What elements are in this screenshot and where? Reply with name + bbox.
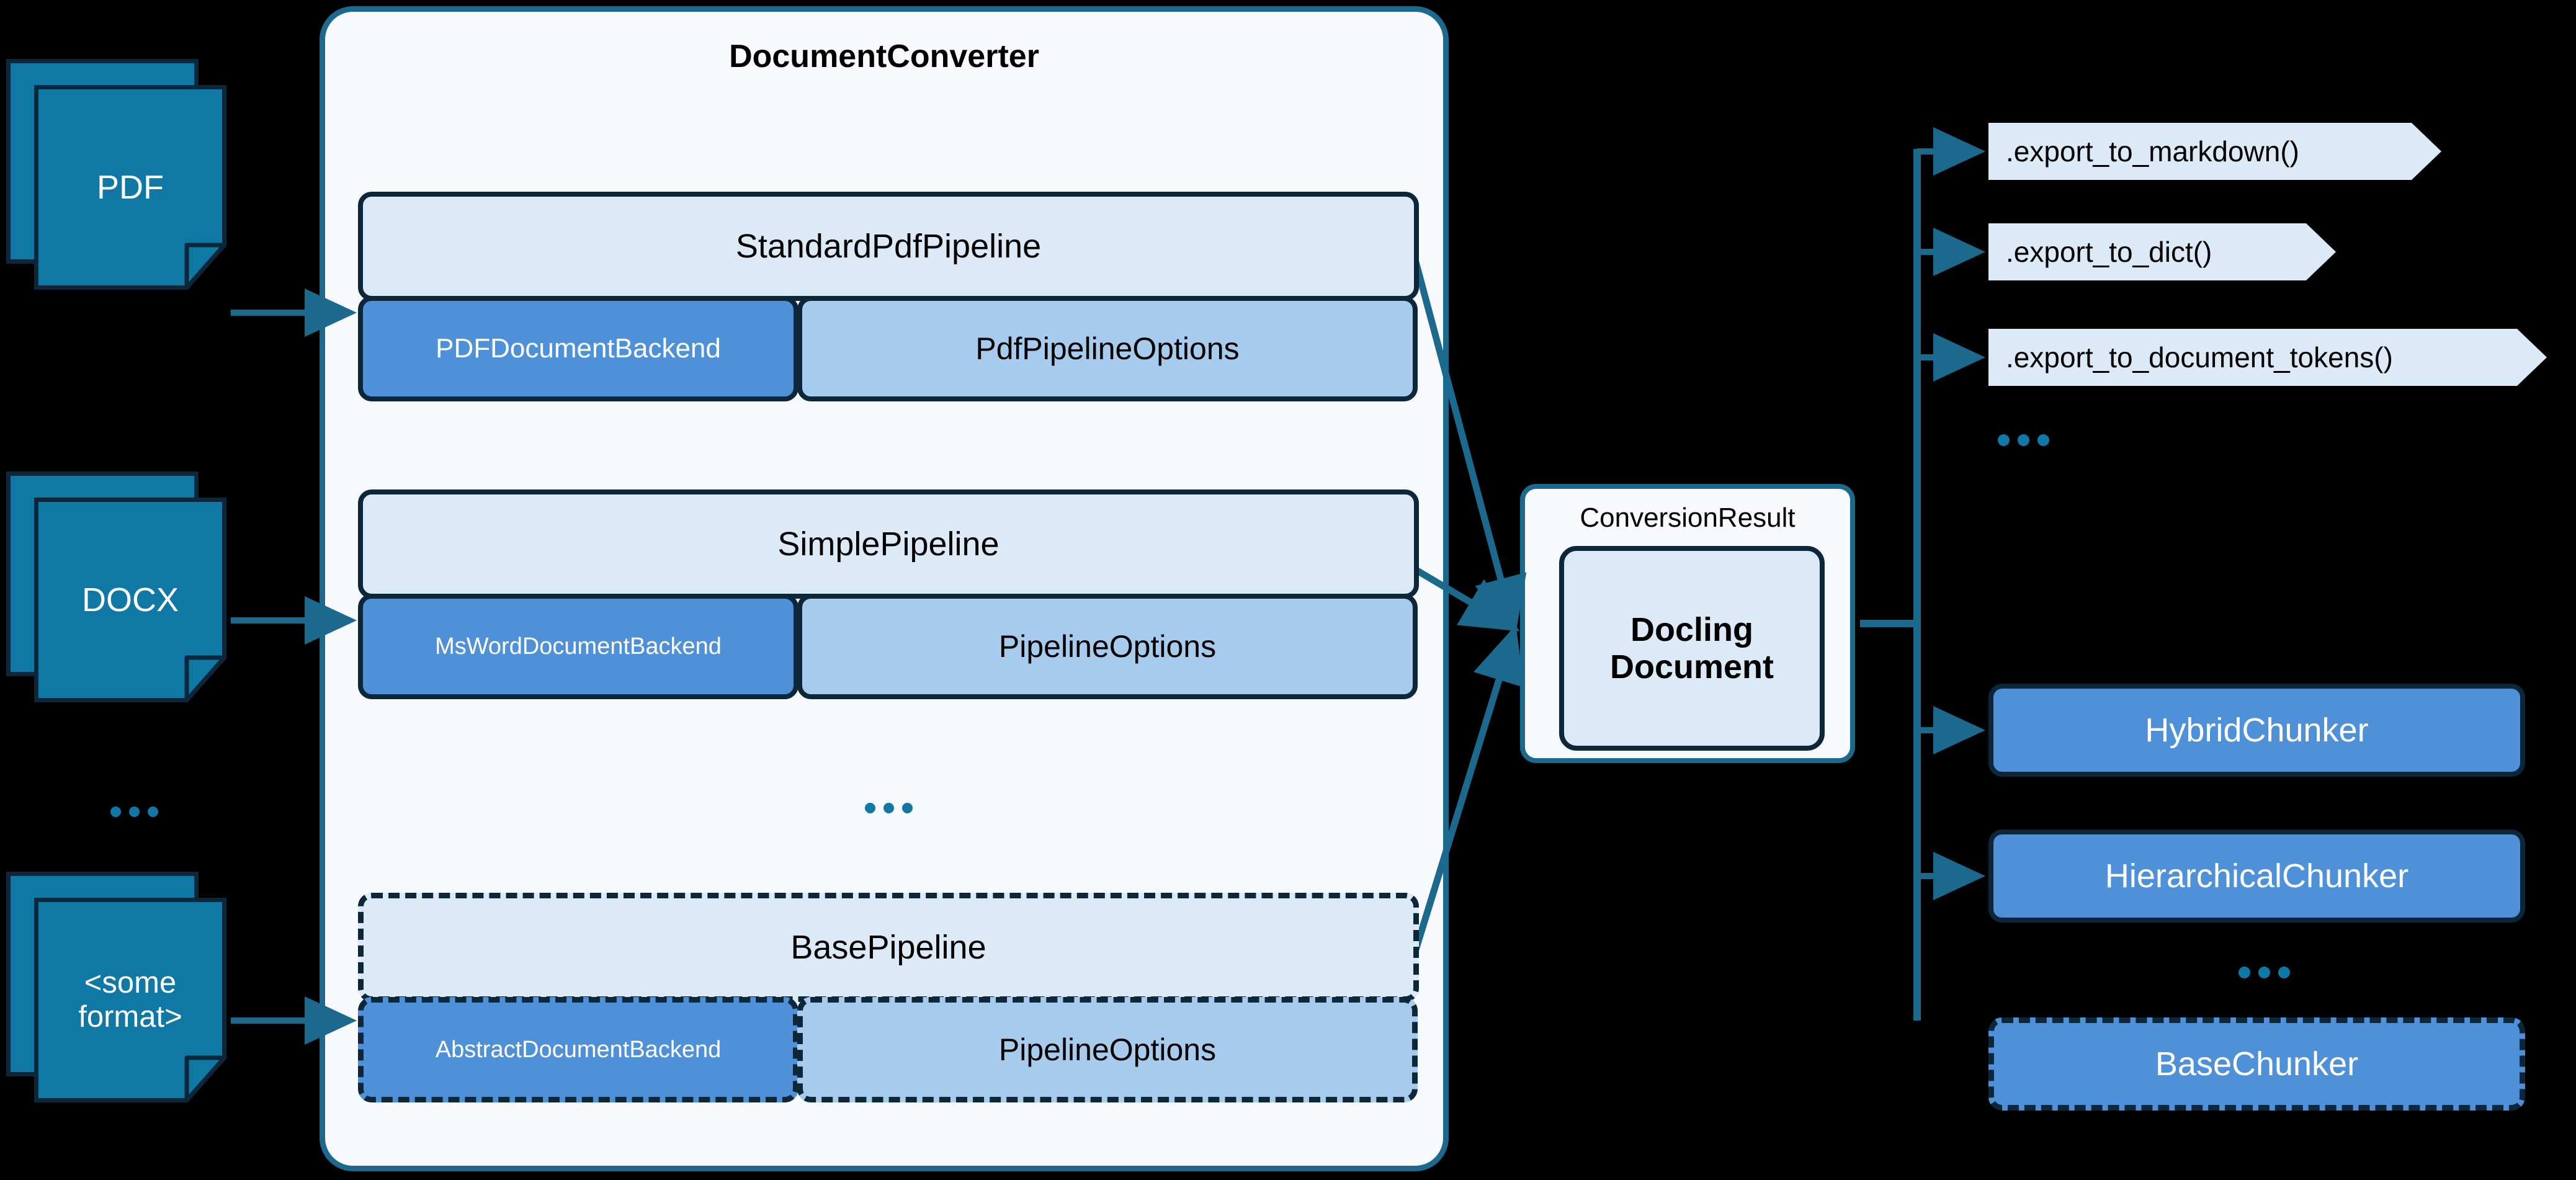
backend-abstract-document[interactable]: AbstractDocumentBackend xyxy=(358,997,798,1102)
pipeline-name-base: BasePipeline xyxy=(358,893,1419,1002)
arrow-trunk-to-chunker xyxy=(1917,706,1985,900)
docling-document-box[interactable]: Docling Document xyxy=(1559,546,1825,751)
docling-document-label: Docling Document xyxy=(1609,610,1774,686)
options-pdf-pipeline[interactable]: PdfPipelineOptions xyxy=(797,296,1418,401)
document-icon xyxy=(34,898,226,1102)
backend-msword-document[interactable]: MsWordDocumentBackend xyxy=(358,594,798,699)
export-list-ellipsis xyxy=(1998,434,2049,449)
export-shape-document-tokens[interactable]: .export_to_document_tokens() xyxy=(1988,329,2547,386)
options-pipeline-base[interactable]: PipelineOptions xyxy=(797,997,1418,1102)
source-icon-pdf[interactable]: PDF xyxy=(6,59,230,295)
source-label-pdf: PDF xyxy=(97,168,164,206)
chunker-hierarchical[interactable]: HierarchicalChunker xyxy=(1988,829,2525,923)
arrow-trunk-to-export xyxy=(1917,127,1985,382)
chunker-list-ellipsis xyxy=(2238,967,2290,981)
conversion-result-box: ConversionResult Docling Document xyxy=(1520,484,1855,763)
document-converter-panel: DocumentConverter StandardPdfPipeline PD… xyxy=(320,6,1449,1171)
pipeline-group-simple[interactable]: SimplePipeline MsWordDocumentBackend Pip… xyxy=(358,489,1419,699)
options-pipeline[interactable]: PipelineOptions xyxy=(797,594,1418,699)
backend-pdf-document[interactable]: PDFDocumentBackend xyxy=(358,296,798,401)
pipeline-list-ellipsis xyxy=(358,803,1419,816)
source-label-some-format: <some format> xyxy=(78,966,182,1034)
result-output-trunk xyxy=(1860,149,1921,1021)
source-icon-some-format[interactable]: <some format> xyxy=(6,872,230,1107)
page-title: DocumentConverter xyxy=(729,38,1039,74)
source-label-docx: DOCX xyxy=(81,581,179,619)
chunker-label-hybrid: HybridChunker xyxy=(2145,712,2369,749)
source-icon-docx[interactable]: DOCX xyxy=(6,472,230,707)
export-label-markdown: .export_to_markdown() xyxy=(2006,135,2299,168)
export-label-dict: .export_to_dict() xyxy=(2006,236,2212,268)
pipeline-group-standard-pdf[interactable]: StandardPdfPipeline PDFDocumentBackend P… xyxy=(358,192,1419,401)
export-shape-markdown[interactable]: .export_to_markdown() xyxy=(1988,123,2441,180)
chunker-hybrid[interactable]: HybridChunker xyxy=(1988,684,2525,777)
pipeline-name-simple: SimplePipeline xyxy=(358,489,1419,599)
pipeline-group-base[interactable]: BasePipeline AbstractDocumentBackend Pip… xyxy=(358,893,1419,1102)
export-shape-dict[interactable]: .export_to_dict() xyxy=(1988,223,2336,280)
chunker-label-hierarchical: HierarchicalChunker xyxy=(2104,857,2409,895)
document-icon xyxy=(34,498,226,702)
chunker-label-base: BaseChunker xyxy=(2155,1045,2359,1083)
pipeline-name-standard-pdf: StandardPdfPipeline xyxy=(358,192,1419,301)
export-label-document-tokens: .export_to_document_tokens() xyxy=(2006,341,2393,373)
document-icon xyxy=(34,85,226,290)
source-list-ellipsis xyxy=(110,807,158,820)
chunker-base[interactable]: BaseChunker xyxy=(1988,1017,2525,1111)
conversion-result-label: ConversionResult xyxy=(1580,503,1796,533)
